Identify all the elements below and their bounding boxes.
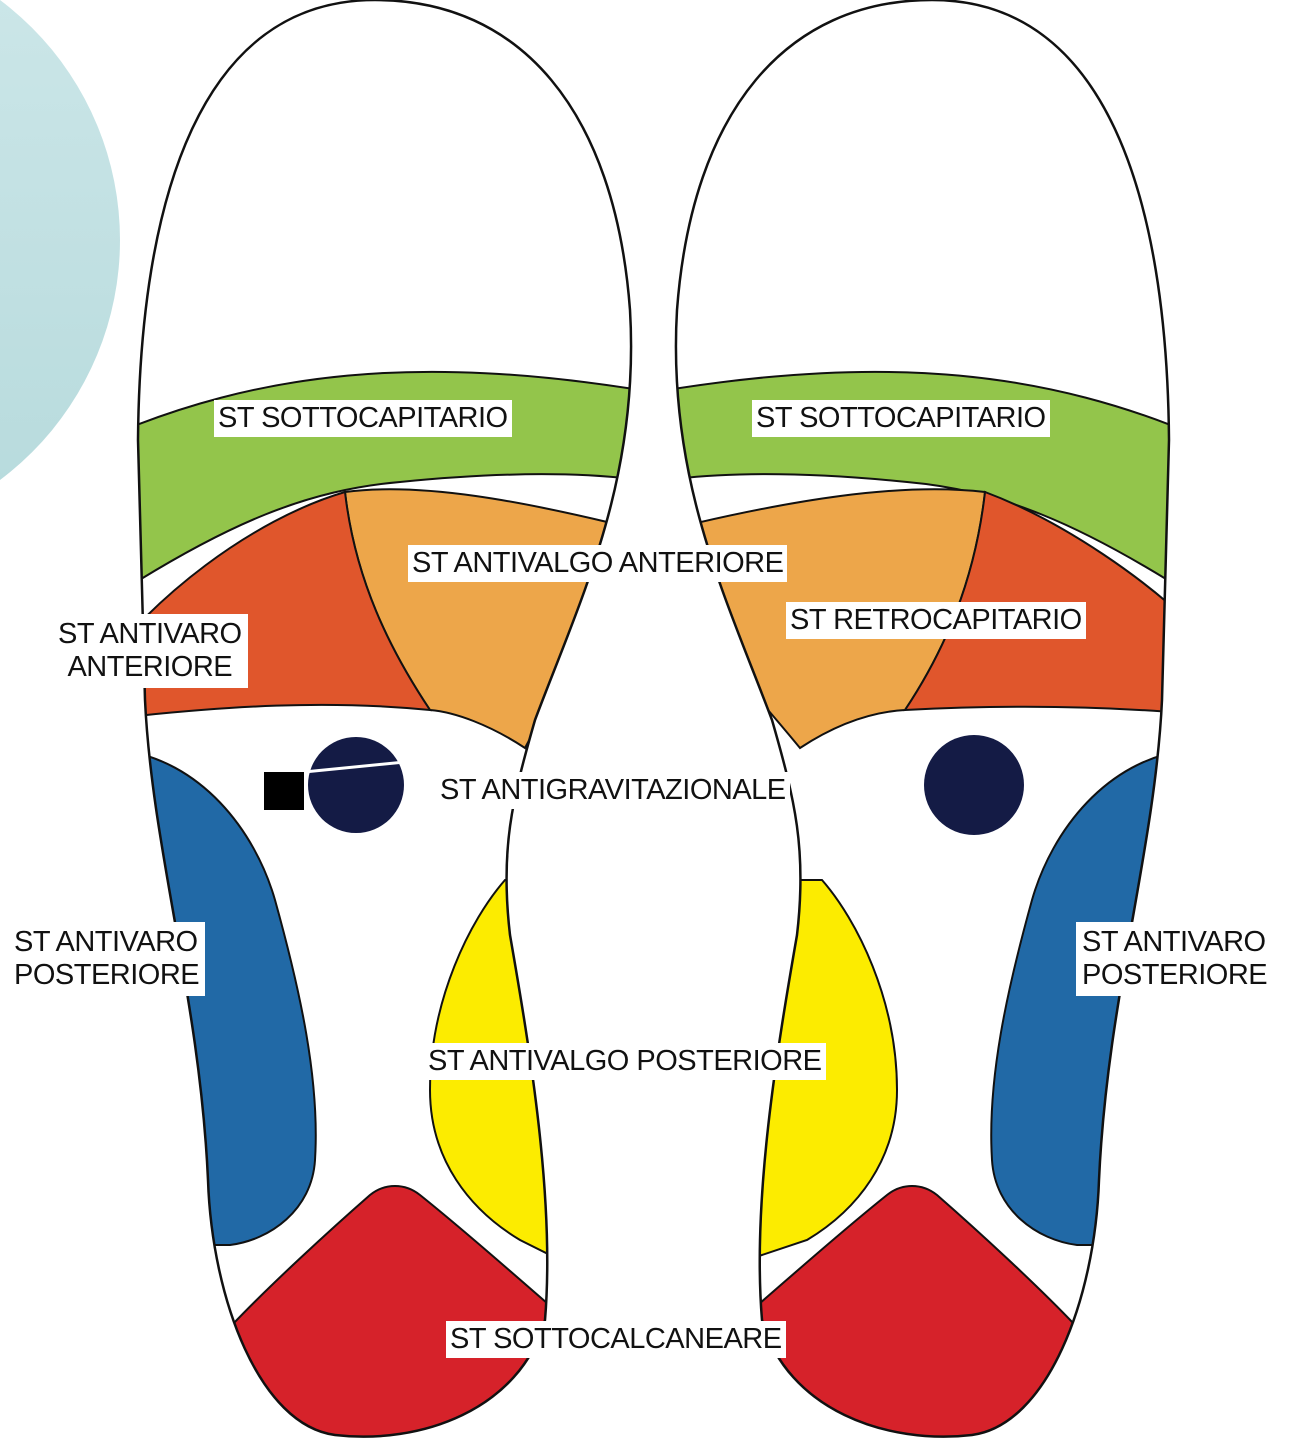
label-sottocalcaneare: ST SOTTOCALCANEARE bbox=[446, 1321, 786, 1358]
left-marker-square bbox=[264, 772, 304, 810]
label-left-sottocapitario: ST SOTTOCAPITARIO bbox=[214, 400, 512, 437]
label-right-sottocapitario: ST SOTTOCAPITARIO bbox=[752, 400, 1050, 437]
left-antigravitazionale-dot bbox=[308, 737, 404, 833]
right-antigravitazionale-dot bbox=[924, 735, 1024, 835]
label-right-antivaro-posteriore-line1: ST ANTIVARO bbox=[1082, 926, 1267, 959]
label-right-antivaro-posteriore: ST ANTIVARO POSTERIORE bbox=[1076, 922, 1273, 996]
label-antigravitazionale: ST ANTIGRAVITAZIONALE bbox=[436, 772, 790, 809]
label-antivalgo-anteriore: ST ANTIVALGO ANTERIORE bbox=[408, 545, 787, 582]
label-antivalgo-posteriore: ST ANTIVALGO POSTERIORE bbox=[424, 1043, 826, 1080]
label-right-antivaro-posteriore-line2: POSTERIORE bbox=[1082, 959, 1267, 992]
label-antivaro-anteriore: ST ANTIVARO ANTERIORE bbox=[52, 614, 248, 688]
label-retrocapitario: ST RETROCAPITARIO bbox=[786, 602, 1086, 639]
label-left-antivaro-posteriore-line2: POSTERIORE bbox=[14, 959, 199, 992]
label-left-antivaro-posteriore-line1: ST ANTIVARO bbox=[14, 926, 199, 959]
label-antivaro-anteriore-line1: ST ANTIVARO bbox=[58, 618, 242, 651]
label-antivaro-anteriore-line2: ANTERIORE bbox=[58, 651, 242, 684]
decorative-circle bbox=[0, 0, 120, 540]
label-left-antivaro-posteriore: ST ANTIVARO POSTERIORE bbox=[8, 922, 205, 996]
left-insole bbox=[100, 0, 640, 1444]
right-insole bbox=[667, 0, 1207, 1444]
